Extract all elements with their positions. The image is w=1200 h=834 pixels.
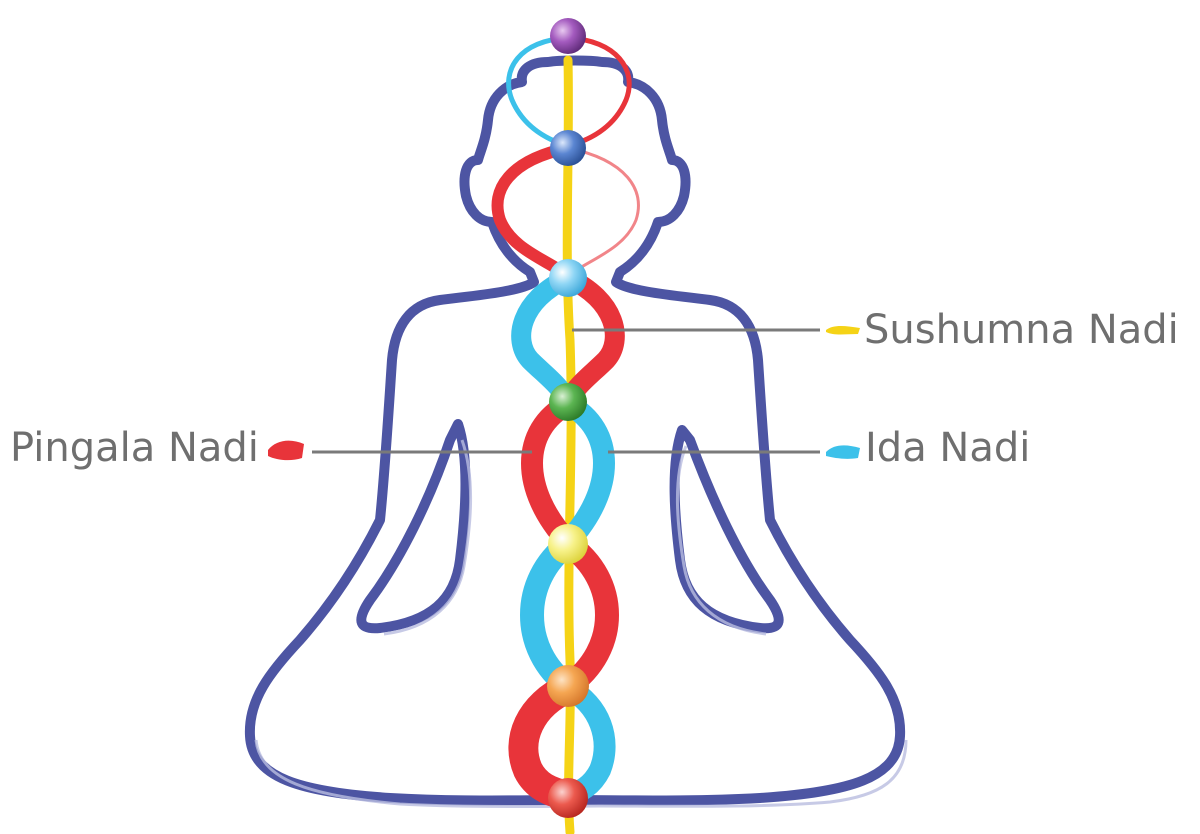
ida-head <box>568 148 638 276</box>
pingala-swatch <box>268 441 304 461</box>
sushumna-swatch <box>826 326 860 335</box>
chakra-root <box>548 778 588 818</box>
chakra-throat <box>549 259 587 297</box>
ida-nadi-label: Ida Nadi <box>865 428 1030 468</box>
pingala-heart-solar <box>532 404 568 542</box>
chakra-heart <box>549 383 587 421</box>
ida-solar-sacral <box>532 544 568 686</box>
chakra-solar-plexus <box>548 524 588 564</box>
chakra-sacral <box>547 665 589 707</box>
ida-crown-loop <box>509 38 568 146</box>
sushumna-nadi-label: Sushumna Nadi <box>864 310 1179 350</box>
pingala-nadi-label: Pingala Nadi <box>10 428 259 468</box>
chakra-third-eye <box>550 130 586 166</box>
pingala-throat-heart <box>568 278 615 402</box>
sushumna-channel <box>567 60 571 832</box>
body-outline-shadow <box>256 440 906 807</box>
ida-throat-heart <box>521 278 568 402</box>
chakra-crown <box>550 18 586 54</box>
ida-swatch <box>826 445 860 458</box>
pingala-crown-loop <box>568 38 629 146</box>
